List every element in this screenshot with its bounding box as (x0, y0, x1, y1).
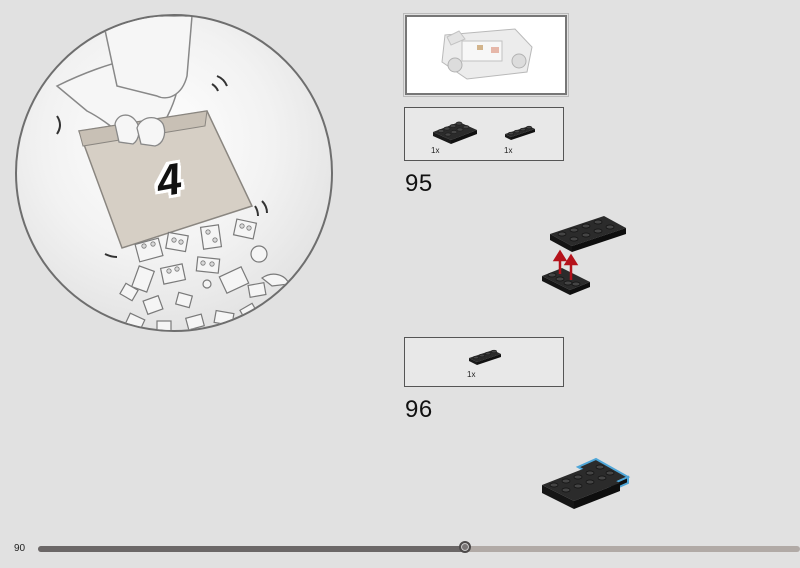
part-quantity: 1x (431, 146, 440, 155)
bag-illustration (55, 16, 290, 330)
progress-fill (38, 546, 465, 552)
progress-slider[interactable] (38, 541, 800, 553)
part-quantity: 1x (504, 146, 513, 155)
assembly-arrows (552, 249, 579, 280)
step-number: 96 (405, 396, 433, 423)
parts-list-step-96: 1x (404, 337, 564, 387)
step-96-assembly-illustration (542, 457, 631, 509)
part-quantity: 1x (467, 370, 476, 379)
black-plate-1x4-icon (505, 125, 535, 140)
model-preview (403, 13, 569, 97)
black-plate-1x4-icon (469, 349, 501, 365)
black-plate-2x4-icon (433, 121, 477, 144)
step-95-assembly-illustration (542, 216, 626, 295)
page-number: 90 (14, 543, 26, 554)
model-thumbnail (441, 28, 533, 80)
progress-handle[interactable] (458, 541, 471, 553)
parts-list-step-95: 1x 1x (404, 107, 564, 161)
step-number: 95 (405, 170, 433, 197)
bag-callout: 4 (15, 14, 333, 332)
